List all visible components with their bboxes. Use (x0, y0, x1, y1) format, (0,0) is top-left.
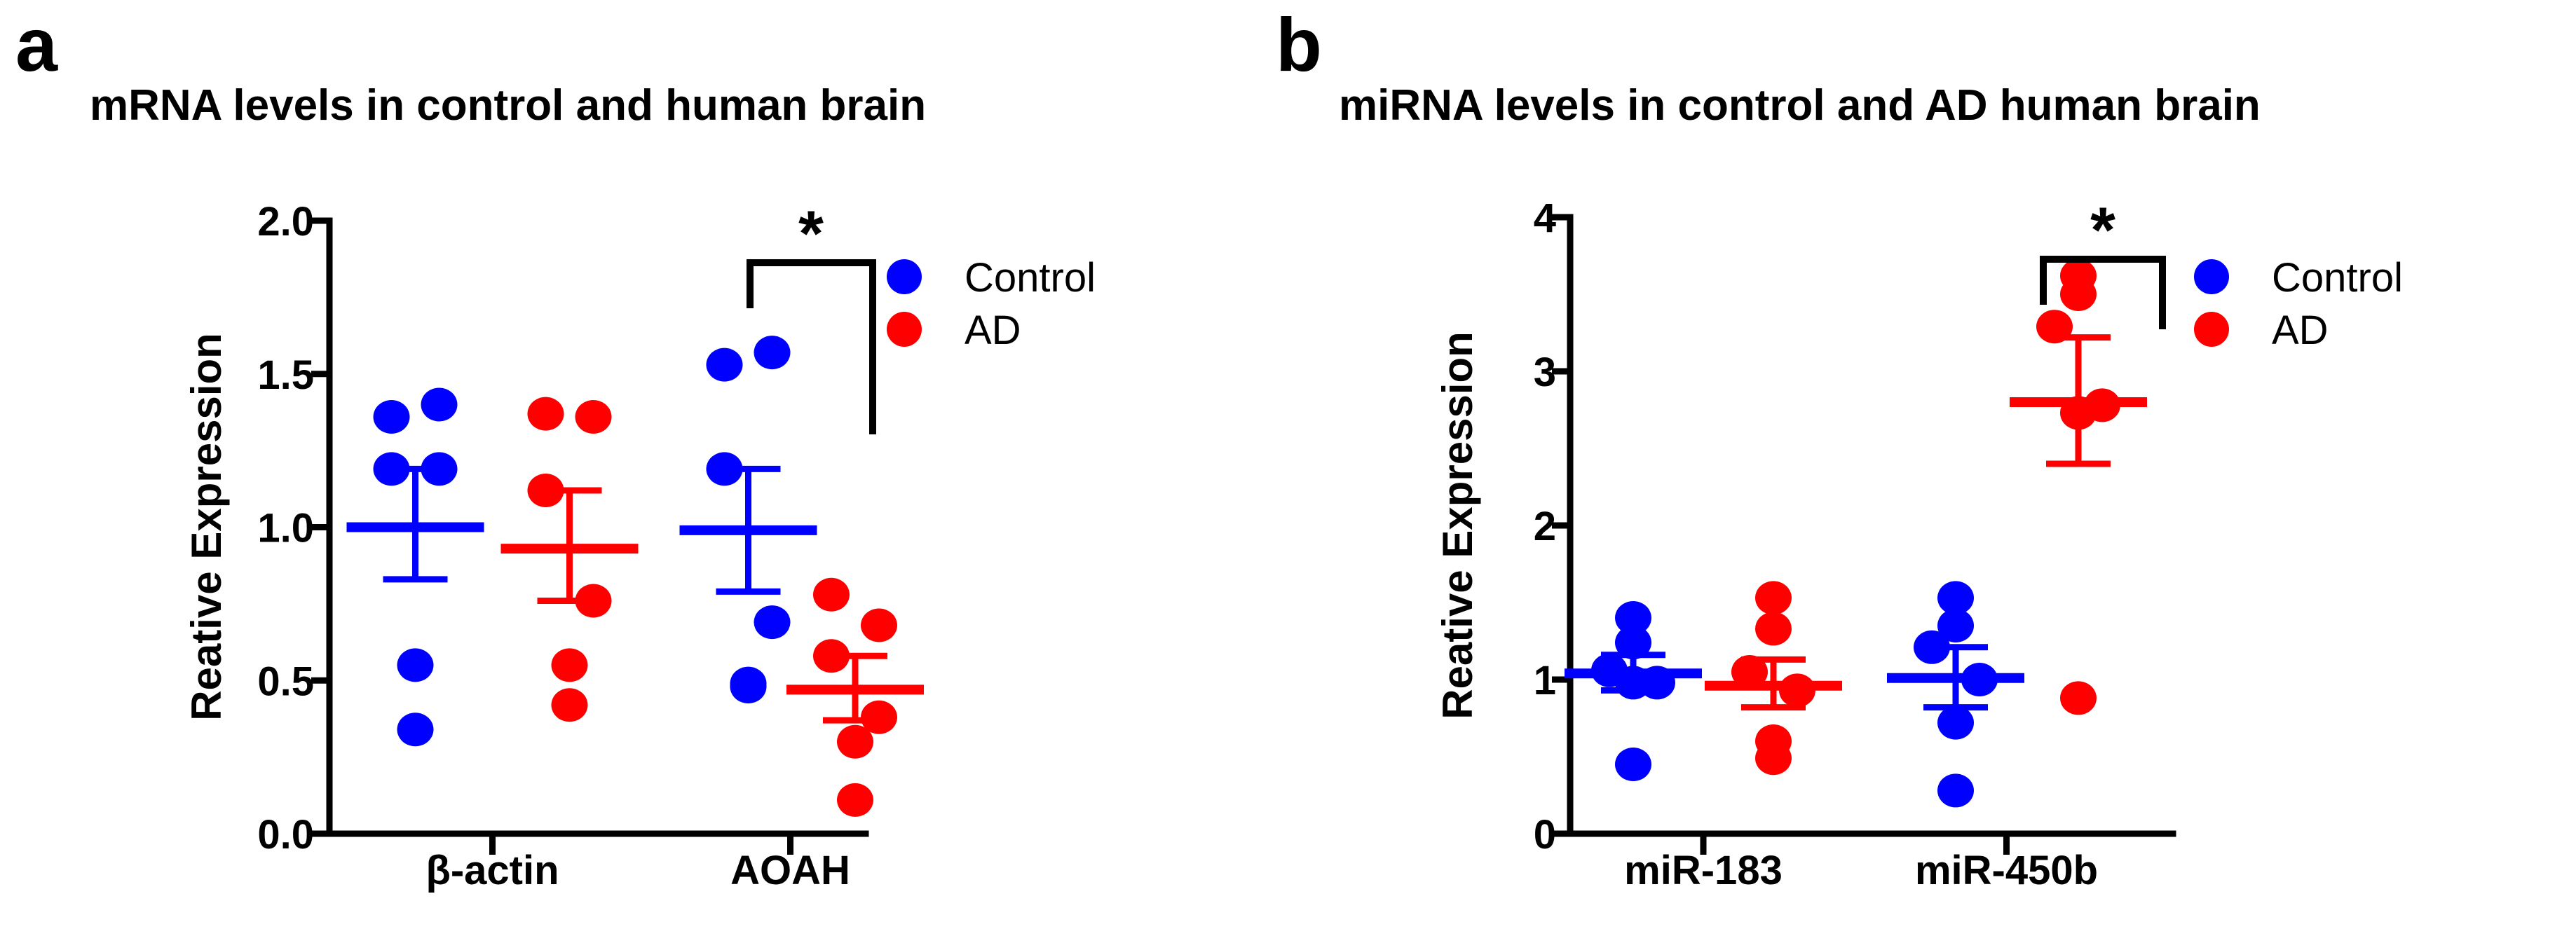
data-group-miR-183-AD (1705, 581, 1842, 776)
data-point (2060, 681, 2097, 715)
data-point (813, 639, 850, 673)
data-point (1731, 655, 1768, 689)
data-point (373, 400, 410, 434)
y-axis-title: Reative Expression (1434, 331, 1481, 720)
data-group-β-actin-AD (500, 397, 639, 722)
panel-b: b miRNA levels in control and AD human b… (1262, 0, 2576, 936)
data-point (1755, 581, 1792, 615)
x-axis-category-label: AOAH (730, 848, 850, 893)
data-point (551, 688, 588, 722)
legend-label-ad: AD (2272, 308, 2329, 353)
legend-marker-control (887, 259, 922, 294)
panel-a-letter: a (15, 2, 58, 87)
data-point (527, 397, 564, 431)
y-axis-tick-label: 4 (1534, 195, 1556, 241)
data-point (706, 347, 743, 382)
data-group-miR-450b-Control (1887, 581, 2024, 808)
data-point (1937, 706, 1974, 740)
y-axis-tick-label: 1 (1534, 658, 1556, 703)
data-point (2060, 277, 2097, 311)
y-axis-tick-label: 3 (1534, 350, 1556, 395)
data-point (1615, 748, 1651, 781)
y-axis-tick-label: 1.5 (257, 352, 314, 398)
significance-bracket (747, 259, 876, 434)
data-point (397, 713, 434, 747)
data-point (1937, 581, 1974, 615)
y-axis-tick-label: 2.0 (257, 199, 314, 245)
data-point (397, 648, 434, 682)
panel-a: a mRNA levels in control and human brain… (0, 0, 1262, 936)
data-point (861, 608, 897, 642)
data-group-β-actin-Control (346, 387, 484, 747)
significance-asterisk: * (2090, 195, 2115, 266)
y-axis-tick-label: 0.0 (257, 812, 314, 858)
legend-marker-ad (2194, 312, 2229, 347)
panel-b-title: miRNA levels in control and AD human bra… (1339, 81, 2261, 130)
data-point (421, 387, 458, 422)
legend-label-control: Control (965, 255, 1096, 301)
data-point (1755, 612, 1792, 646)
data-point (837, 783, 873, 817)
data-point (373, 452, 410, 486)
data-point (1615, 601, 1651, 635)
data-group-AOAH-AD (786, 577, 924, 817)
data-point (2060, 396, 2097, 430)
data-point (706, 452, 743, 486)
data-point (1937, 773, 1974, 808)
significance-bracket (2040, 256, 2166, 329)
legend-marker-control (2194, 259, 2229, 294)
data-point (1961, 663, 1998, 696)
y-axis-tick-label: 0.5 (257, 659, 314, 704)
data-point (527, 474, 564, 507)
y-axis-tick-label: 0 (1534, 812, 1556, 858)
legend-marker-ad (887, 312, 922, 347)
data-point (730, 666, 767, 701)
data-point (1755, 741, 1792, 776)
data-group-miR-183-Control (1565, 601, 1702, 781)
x-axis-category-label: miR-450b (1915, 848, 2098, 893)
data-point (837, 724, 873, 759)
data-point (861, 700, 897, 734)
x-axis-category-label: miR-183 (1624, 848, 1783, 893)
data-point (1779, 673, 1815, 708)
x-axis-category-label: β-actin (425, 848, 559, 893)
data-point (754, 336, 791, 370)
data-point (1937, 609, 1974, 642)
legend-label-control: Control (2272, 255, 2403, 301)
data-point (1615, 626, 1651, 660)
panel-a-title: mRNA levels in control and human brain (90, 81, 927, 130)
data-point (1615, 666, 1651, 700)
y-axis-title: Reative Expression (183, 333, 230, 721)
data-point (813, 577, 850, 612)
data-point (575, 400, 612, 434)
data-group-miR-450b-AD (2010, 259, 2147, 715)
panel-b-letter: b (1276, 2, 1322, 87)
y-axis-tick-label: 2 (1534, 504, 1556, 549)
data-point (421, 452, 458, 486)
data-point (2036, 310, 2073, 344)
significance-asterisk: * (798, 198, 824, 270)
y-axis-tick-label: 1.0 (257, 506, 314, 551)
data-point (551, 648, 588, 682)
legend-label-ad: AD (965, 308, 1021, 353)
data-point (754, 605, 791, 640)
data-point (1914, 630, 1950, 664)
data-point (575, 584, 612, 618)
data-group-AOAH-Control (679, 336, 817, 703)
